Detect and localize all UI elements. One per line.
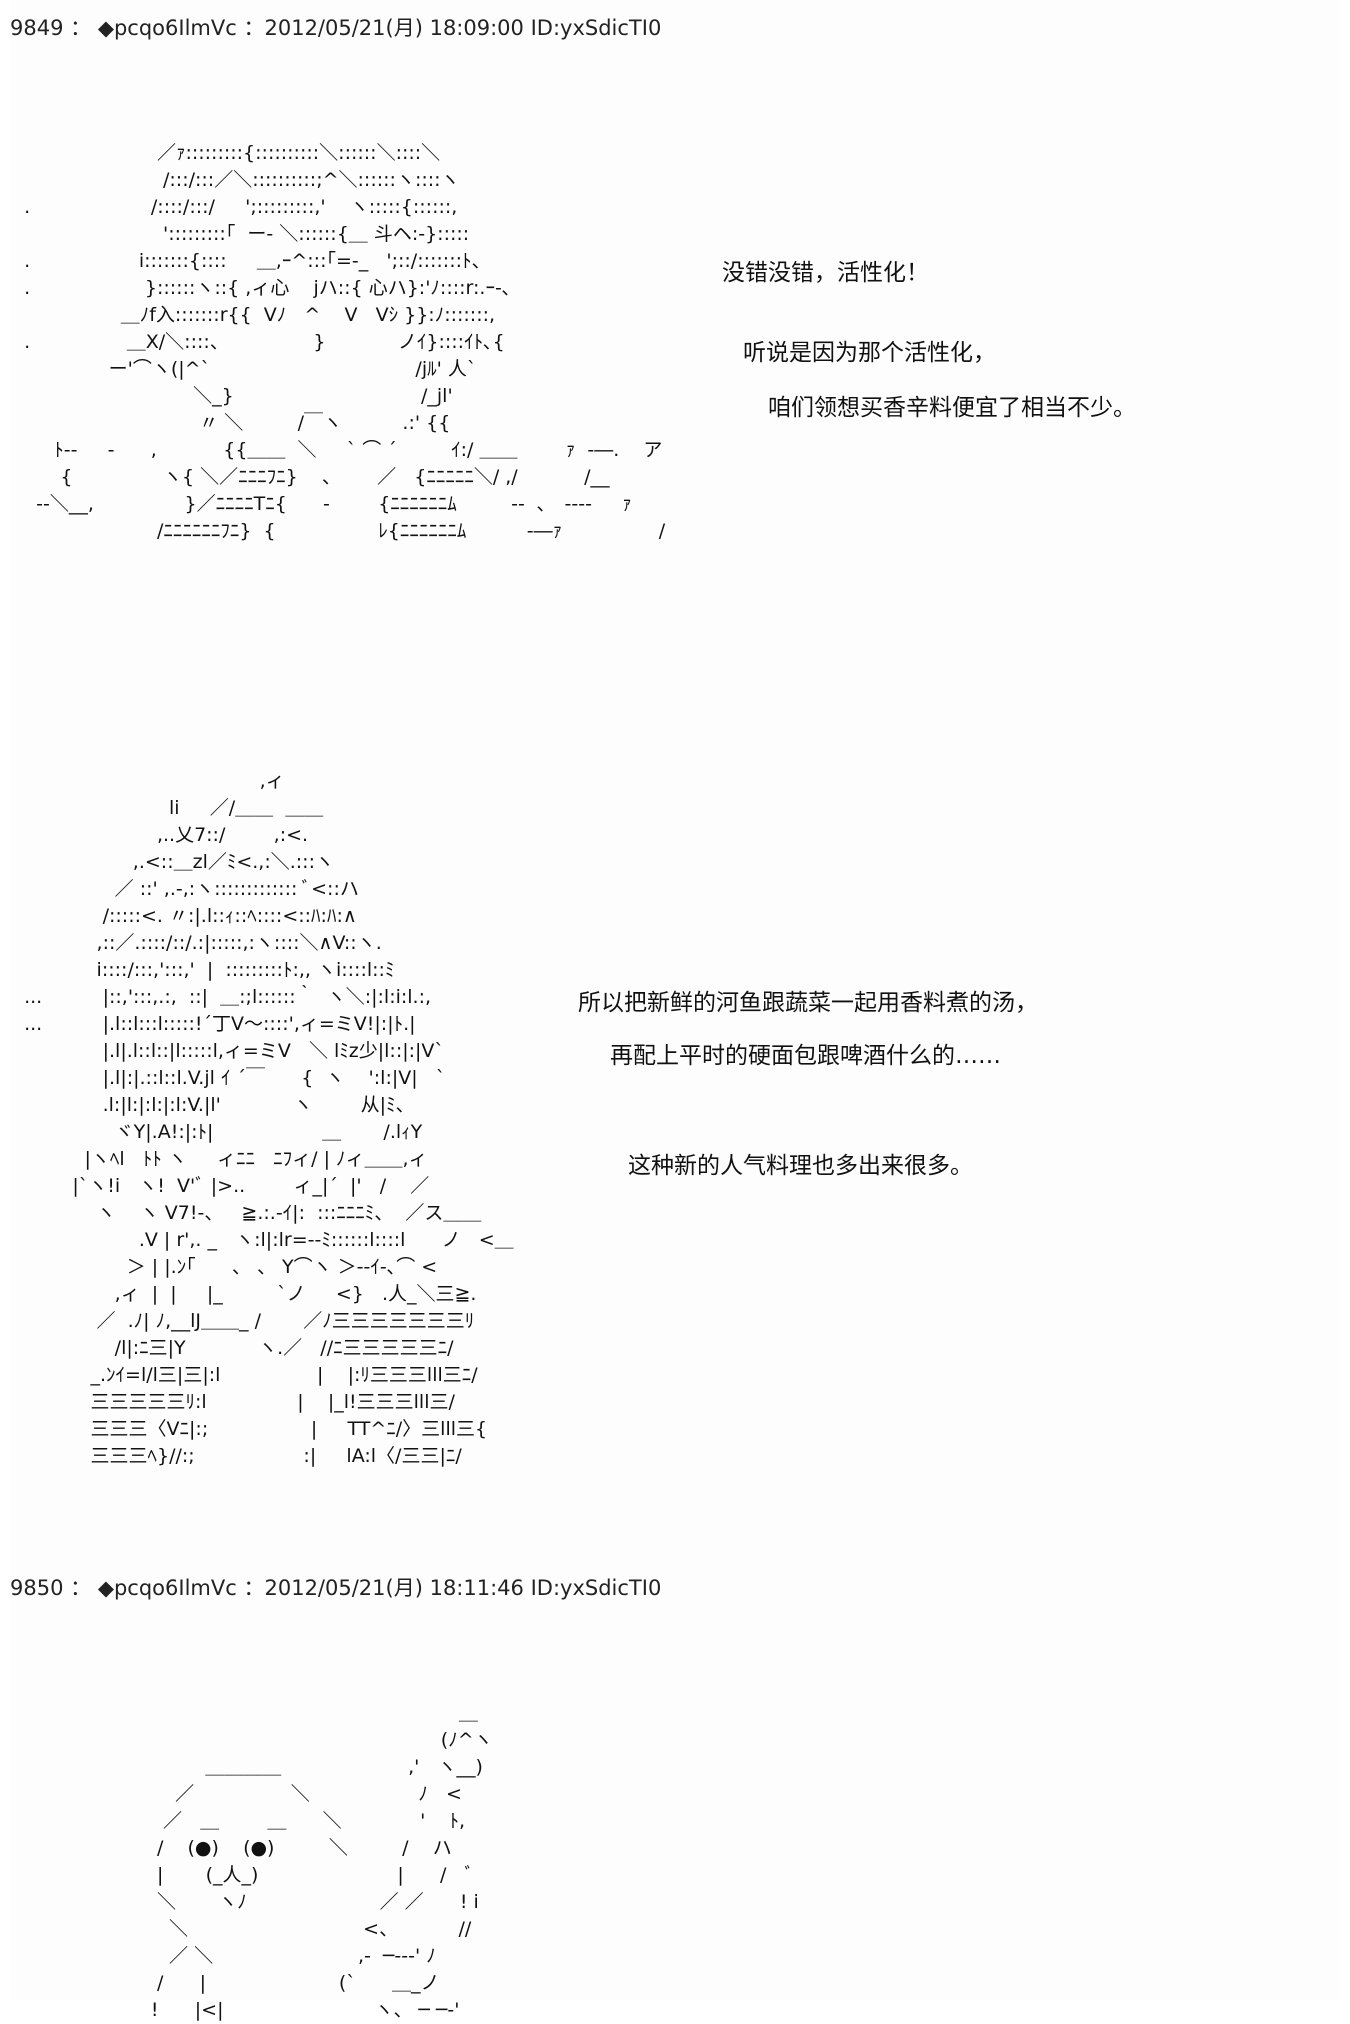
art-line: ﾄ‐‐ - , {{＿＿ ＼ ` ⌒ ´ ｲ:/ ＿＿ ｧ ‐―. ア bbox=[12, 439, 663, 461]
art-line: |`ヽ!i ヽ! V'ﾞ |>.. ィ_|´ |' / ／ bbox=[12, 1175, 430, 1197]
art-line: ... |::,':::,.:, ::| ＿:;l::::::｀ ヽ＼:|:l:… bbox=[12, 986, 432, 1008]
art-line: ! |<| ヽ、 ─ ─‐' bbox=[12, 1999, 460, 2021]
art-line: 〃 ＼ /￣ヽ .:' {{ bbox=[12, 412, 451, 434]
page-background bbox=[10, 0, 1340, 2000]
post-number: 9849 bbox=[10, 16, 64, 40]
art-line: | (_人_) | / ﾞ bbox=[12, 1864, 475, 1886]
art-line: |.l|:|.::l::l.V.jl ｲ ´￣ { ヽ ':l:|V| ` bbox=[12, 1067, 446, 1089]
art-line: ヽ ヽ V7!-、 ≧.:.-ｲ|: :::ﾆﾆﾆﾐ、 ／ス＿＿ bbox=[12, 1202, 482, 1224]
art-line: ＼ ヽﾉ ／ ／ ! i bbox=[12, 1891, 479, 1913]
art-line: . i:::::::{:::: ＿,ｰ^:::｢=-_ ';::/:::::::… bbox=[12, 250, 491, 272]
ascii-art-character: ,ィ li ／/＿＿ ＿＿ ,..乂7::/ ,:<. ,.<::＿zl／ﾐ<.… bbox=[12, 768, 514, 1470]
art-line: /:::/:::／＼::::::::::;^＼::::::ヽ::::ヽ bbox=[12, 169, 460, 191]
art-line: ,..乂7::/ ,:<. bbox=[12, 824, 309, 846]
art-line: ':::::::::｢ ー‐ ＼::::::{＿ 斗ヘ:‐}::::: bbox=[12, 223, 470, 245]
post-date: ：2012/05/21(月) 18:09:00 bbox=[243, 16, 524, 40]
dialogue-line: 所以把新鲜的河鱼跟蔬菜一起用香料煮的汤， bbox=[578, 990, 1038, 1016]
art-line: .V | r',. _ ヽ:l|:lr=‐-ﾐ::::::l::::l ノ <＿ bbox=[12, 1229, 514, 1251]
art-line: ,ィ | | |_ `ノ <} .人_＼三≧. bbox=[12, 1283, 477, 1305]
art-line: ＿ bbox=[12, 1702, 478, 1724]
art-line: ／ｧ:::::::::{::::::::::＼::::::＼::::＼ bbox=[12, 142, 441, 164]
art-line: ＿ﾉf入:::::::r{{ Vﾉ ^ V Vｼ }}:ﾉ:::::::, bbox=[12, 304, 496, 326]
dialogue-line: 咱们领想买香辛料便宜了相当不少。 bbox=[768, 395, 1136, 421]
post-separator: ： bbox=[70, 16, 92, 40]
poster-name: ◆pcqo6IlmVc bbox=[97, 16, 237, 40]
art-line: /ﾆﾆﾆﾆﾆﾆﾌﾆ} { ﾚ{ﾆﾆﾆﾆﾆﾆﾑ ‐―ｧ / bbox=[12, 520, 666, 542]
art-line: . }::::::ヽ::{ ,ィ心 jハ::{ 心ハ}:'ﾉ::::r:.ｰ-､ bbox=[12, 277, 512, 299]
art-line: ヾY|.A!:|:ﾄ| ＿ /.lｨY bbox=[12, 1121, 423, 1143]
art-line: . /::::/:::/ ';:::::::::,' ヽ:::::{::::::… bbox=[12, 196, 458, 218]
dialogue-line: 没错没错，活性化！ bbox=[722, 260, 929, 286]
art-line: ＼_} /_jl' bbox=[12, 385, 453, 407]
art-line: .l:|l:|:l:|:l:V.|l' ヽ 从|ﾐ、 bbox=[12, 1094, 415, 1116]
art-line: /l|:ﾆ三|Y ヽ.／ //ﾆ三三三三三ﾆ/ bbox=[12, 1337, 454, 1359]
art-line: ,::／.::::/::/.:|:::::,:ヽ::::＼∧V::ヽ. bbox=[12, 932, 382, 954]
dialogue-line: 这种新的人气料理也多出来很多。 bbox=[628, 1153, 973, 1179]
art-line: 三三三三三ﾘ:l | |_l!三三三lll三/ bbox=[12, 1391, 455, 1413]
post-separator: ： bbox=[70, 1576, 92, 1600]
art-line: li ／/＿＿ ＿＿ bbox=[12, 797, 324, 819]
art-line: ／ ＼ ﾉ < bbox=[12, 1783, 462, 1805]
art-line: ー'⌒ヽ(|^` /jﾙ' 人` bbox=[12, 358, 477, 380]
post-date: ：2012/05/21(月) 18:11:46 bbox=[243, 1576, 524, 1600]
art-line: /:::::<. 〃:|.l::ｨ::ﾍ::::<::ﾊ:ﾊ:∧ bbox=[12, 905, 357, 927]
poster-name: ◆pcqo6IlmVc bbox=[97, 1576, 237, 1600]
art-line: (ﾉ^ヽ bbox=[12, 1729, 493, 1751]
art-line: / | (` ＿_ノ bbox=[12, 1972, 440, 1994]
art-line: ＿＿＿＿ ,' ヽ__) bbox=[12, 1756, 483, 1778]
art-line: ... |.l::l:::l:::::!´丁V〜::::',ィ=ミV!|:|ﾄ.… bbox=[12, 1013, 416, 1035]
art-line: / (●) (●) ＼ / ハ bbox=[12, 1837, 452, 1859]
art-line: ／ ＿ ＿ ＼ ' ﾄ, bbox=[12, 1810, 466, 1832]
art-line: ／ .ﾉ| ﾉ,__lJ＿＿_ / ／ﾉ三三三三三三三ﾘ bbox=[12, 1310, 475, 1332]
art-line: ／ ＼ ,- ─--‐' ﾉ bbox=[12, 1945, 436, 1967]
art-line: { ヽ{ ＼／ﾆﾆﾆﾌﾆ} 、 ／ {ﾆﾆﾆﾆﾆ＼/ ,/ /__ bbox=[12, 466, 610, 488]
poster-id: ID:yxSdicTI0 bbox=[530, 1576, 662, 1600]
art-line: 三三三〈Vﾆ|:; | TT^ﾆ/〉三lll三{ bbox=[12, 1418, 488, 1440]
art-line: ,ィ bbox=[12, 770, 285, 792]
poster-id: ID:yxSdicTI0 bbox=[530, 16, 662, 40]
ascii-art-character: ＿ (ﾉ^ヽ ＿＿＿＿ ,' ヽ__) ／ ＼ bbox=[12, 1700, 493, 2024]
post-header: 9850 ： ◆pcqo6IlmVc ：2012/05/21(月) 18:11:… bbox=[10, 1572, 661, 1602]
art-line: |.l|.l::l::|l:::::l,ィ=ミV ＼ lﾐz少|l::|:|V` bbox=[12, 1040, 444, 1062]
ascii-art-character: ／ｧ:::::::::{::::::::::＼::::::＼::::＼ /:::… bbox=[12, 140, 665, 545]
art-line: ,.<::＿zl／ﾐ<.,:＼.:::ヽ bbox=[12, 851, 334, 873]
art-line: ＞ | |.ﾝ｢ 、 、 Y⌒ヽ ＞--ｲ-､⌒ < bbox=[12, 1256, 438, 1278]
art-line: i::::/:::,':::,' | :::::::::ﾄ:,, ヽi::::l… bbox=[12, 959, 395, 981]
post-header: 9849 ： ◆pcqo6IlmVc ：2012/05/21(月) 18:09:… bbox=[10, 12, 661, 42]
art-line: 三三三ﾍ}//:; :| lA:l〈/三三|ﾆ/ bbox=[12, 1445, 462, 1467]
art-line: _.ﾝｲ=l/l三|三|:l | |:ﾘ三三三lll三ﾆ/ bbox=[12, 1364, 478, 1386]
art-line: ＼ <、 // bbox=[12, 1918, 472, 1940]
art-line: ／ ::' ,.-,:ヽ::::::::::::: ﾞ<::ハ bbox=[12, 878, 359, 900]
dialogue-line: 再配上平时的硬面包跟啤酒什么的…… bbox=[610, 1043, 1001, 1069]
art-line: |ヽﾍl ﾄﾄ ヽ ィﾆﾆ ﾆﾌィ/ | ﾉィ＿＿,ィ bbox=[12, 1148, 428, 1170]
art-line: . ＿X/＼::::、 } ノｲ}::::ｲﾄ､{ bbox=[12, 331, 505, 353]
art-line: ‐‐＼__, }／ﾆﾆﾆﾆTﾆ{ ‐ {ﾆﾆﾆﾆﾆﾆﾑ ‐‐ ､ ‐‐‐‐ ｧ bbox=[12, 493, 632, 515]
dialogue-line: 听说是因为那个活性化， bbox=[743, 340, 996, 366]
post-number: 9850 bbox=[10, 1576, 64, 1600]
